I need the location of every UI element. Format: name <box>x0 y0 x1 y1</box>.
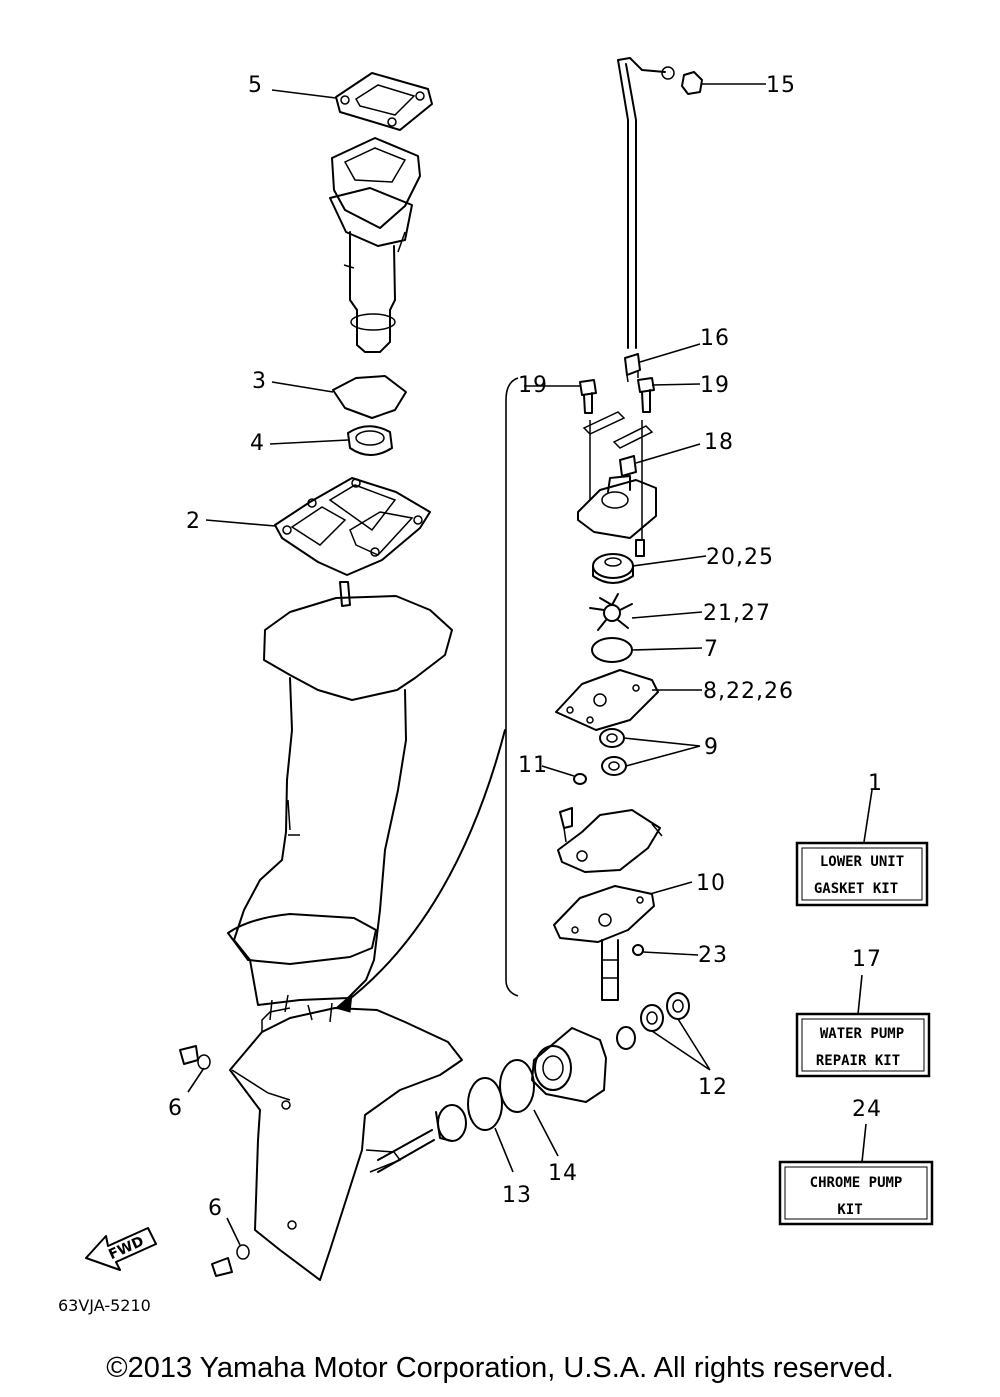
assembly-arrowhead <box>334 992 353 1013</box>
callout-7: 7 <box>704 637 719 662</box>
part-3-gasket <box>332 375 407 419</box>
callout-11: 11 <box>518 753 548 778</box>
group-bracket <box>505 377 519 997</box>
callout-15: 15 <box>766 73 796 98</box>
pump-housing <box>577 420 657 540</box>
part-4-seal <box>347 425 393 456</box>
drawing-code: 63VJA-5210 <box>58 1296 151 1315</box>
part-7-o-ring <box>591 637 633 663</box>
callout-10: 10 <box>696 871 726 896</box>
upper-casing <box>227 595 453 1006</box>
callout-18: 18 <box>704 430 734 455</box>
kit-box-chrome-pump: CHROME PUMP KIT <box>778 1160 934 1226</box>
pump-base <box>557 807 663 873</box>
leader-lines <box>187 83 873 1246</box>
part-14-o-ring <box>499 1059 535 1113</box>
part-6-screw-lower <box>211 1244 250 1277</box>
kit-box-water-pump-repair: WATER PUMP REPAIR KIT <box>795 1012 931 1078</box>
callout-2: 2 <box>186 509 201 534</box>
spacer <box>377 1104 467 1173</box>
part-16-grommet <box>624 353 641 383</box>
plate-right <box>612 425 654 449</box>
kit-chrome-pump-line1: CHROME PUMP <box>810 1175 903 1191</box>
pin <box>635 539 645 557</box>
callout-17: 17 <box>852 947 882 972</box>
callout-8-22-26: 8,22,26 <box>703 679 794 704</box>
callout-1: 1 <box>868 771 883 796</box>
callout-19-right: 19 <box>700 373 730 398</box>
kit-lower-unit-line2: GASKET KIT <box>814 881 898 897</box>
drive-shaft <box>601 939 619 1001</box>
callout-13: 13 <box>502 1183 532 1208</box>
callout-5: 5 <box>248 73 263 98</box>
water-tube <box>617 57 675 349</box>
part-20-insert <box>592 553 634 584</box>
callout-16: 16 <box>700 326 730 351</box>
dowel-pin <box>339 581 351 607</box>
exhaust-guide <box>329 137 421 353</box>
callout-4: 4 <box>250 431 265 456</box>
callout-23: 23 <box>698 943 728 968</box>
part-15-grommet <box>681 71 703 95</box>
part-23-pin <box>632 944 644 956</box>
plate-left <box>582 411 626 435</box>
fwd-arrow-icon: FWD <box>85 1227 157 1271</box>
lower-case-cap <box>531 1027 607 1103</box>
callout-12: 12 <box>698 1075 728 1100</box>
part-18-dowel <box>619 455 637 477</box>
callout-6-upper: 6 <box>168 1096 183 1121</box>
small-seal <box>616 1026 636 1050</box>
callout-21-27: 21,27 <box>703 601 771 626</box>
lower-casing <box>229 994 463 1281</box>
part-21-impeller <box>589 593 633 631</box>
callout-6-lower: 6 <box>208 1196 223 1221</box>
part-5-gasket <box>335 72 433 131</box>
callout-3: 3 <box>252 369 267 394</box>
part-19-bolt-right <box>637 377 655 413</box>
part-19-bolt-left <box>579 379 597 414</box>
kit-lower-unit-line1: LOWER UNIT <box>820 854 904 870</box>
kit-box-lower-unit-gasket: LOWER UNIT GASKET KIT <box>795 841 929 907</box>
part-11-seal <box>573 773 587 785</box>
part-2-gasket <box>274 477 431 576</box>
callout-14: 14 <box>548 1161 578 1186</box>
part-8-plate <box>555 669 659 731</box>
part-6-screw-upper <box>179 1045 211 1070</box>
callout-19-left: 19 <box>518 373 548 398</box>
part-12-seal-a <box>640 1004 664 1032</box>
kit-water-pump-line2: REPAIR KIT <box>816 1053 900 1069</box>
part-10-gasket <box>553 885 655 943</box>
callout-20-25: 20,25 <box>706 545 774 570</box>
part-12-seal-b <box>666 992 690 1020</box>
copyright-notice: ©2013 Yamaha Motor Corporation, U.S.A. A… <box>106 1352 894 1384</box>
callout-24: 24 <box>852 1097 882 1122</box>
part-13-o-ring <box>467 1077 503 1131</box>
kit-chrome-pump-line2: KIT <box>837 1202 862 1218</box>
part-9-seal-upper <box>599 728 625 748</box>
part-9-seal-lower <box>601 756 627 776</box>
callout-9: 9 <box>704 735 719 760</box>
assembly-arrow <box>341 729 506 1006</box>
kit-water-pump-line1: WATER PUMP <box>820 1026 904 1042</box>
